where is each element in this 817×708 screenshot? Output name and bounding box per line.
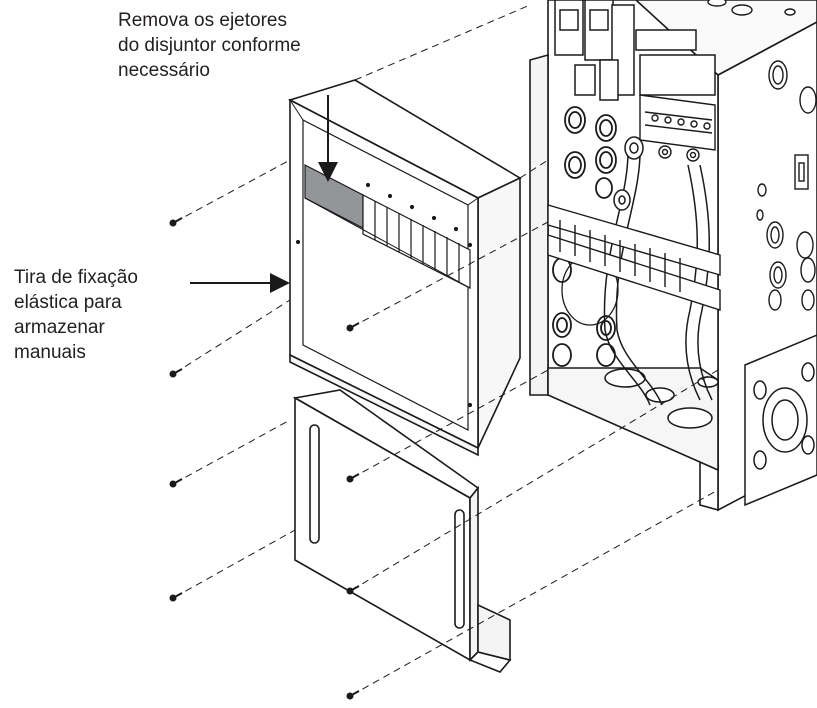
breaker-ejector-callout: Remova os ejetores do disjuntor conforme… xyxy=(118,8,301,83)
strap-callout-line-4: manuais xyxy=(14,342,86,363)
bus-bar xyxy=(639,94,716,162)
screw-left-2 xyxy=(169,368,183,378)
screw-guide-lines xyxy=(174,4,719,696)
strap-callout: Tira de fixação elástica para armazenar … xyxy=(14,265,138,365)
lower-cover-plate xyxy=(292,389,512,673)
screws xyxy=(169,217,360,700)
strap-callout-line-2: elástica para xyxy=(14,292,122,313)
screw-left-4 xyxy=(169,592,183,602)
strap-callout-line-3: armazenar xyxy=(14,317,105,338)
screw-center-2 xyxy=(346,473,360,483)
screw-center-3 xyxy=(346,585,360,595)
top-knockouts xyxy=(707,0,796,16)
screw-left-3 xyxy=(169,478,183,488)
ejector-callout-line-1: Remova os ejetores xyxy=(118,10,287,31)
callout-arrows xyxy=(190,95,338,293)
back-knockouts xyxy=(552,106,619,367)
ejector-callout-line-2: do disjuntor conforme xyxy=(118,35,301,56)
side-knockouts xyxy=(756,60,817,311)
strap-callout-line-1: Tira de fixação xyxy=(14,267,138,288)
main-breakers xyxy=(554,0,716,101)
ejector-callout-line-3: necessário xyxy=(118,60,210,81)
lower-knockout-plate xyxy=(744,334,817,507)
cables xyxy=(603,136,713,406)
screw-center-1 xyxy=(346,322,360,332)
screw-center-4 xyxy=(346,690,360,700)
enclosure-breaker-rail xyxy=(547,204,721,311)
screw-left-1 xyxy=(169,217,183,227)
